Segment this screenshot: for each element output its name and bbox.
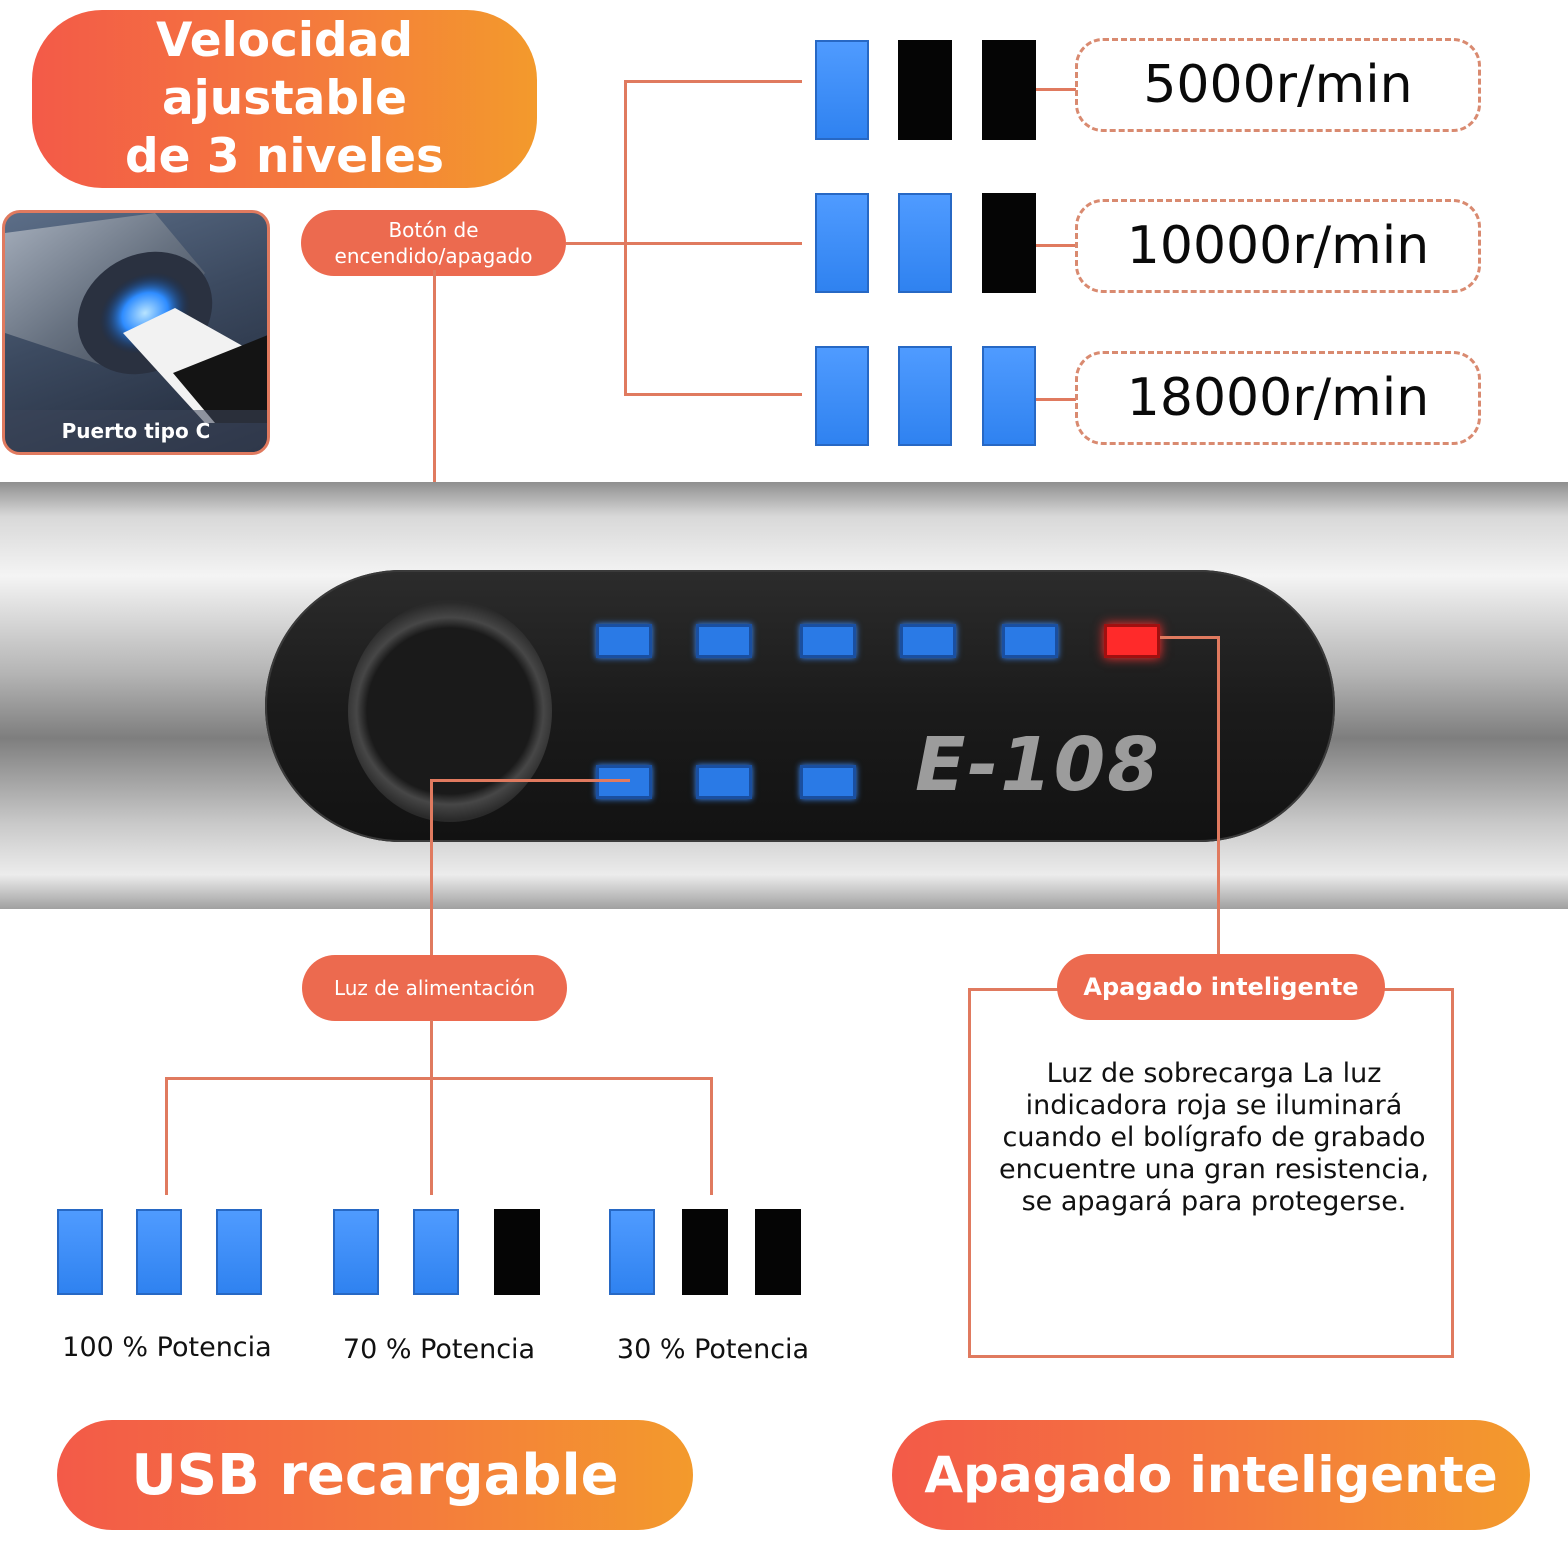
speed-label: 18000r/min [1126, 368, 1430, 428]
connector-line [165, 1077, 713, 1080]
speed-label-box: 18000r/min [1075, 351, 1481, 445]
connector-line [430, 779, 433, 957]
speed-label: 10000r/min [1126, 216, 1430, 276]
tag-power-button: Botón de encendido/apagado [301, 210, 566, 276]
connector-line [430, 1020, 433, 1195]
port-label: Puerto tipo C [61, 419, 211, 443]
header-title-line1: Velocidad ajustable [155, 13, 414, 126]
connector-line [1036, 398, 1076, 401]
connector-line [566, 242, 802, 245]
speed-label-box: 5000r/min [1075, 38, 1481, 132]
tag-smart-off-label: Apagado inteligente [1083, 973, 1359, 1001]
indicator-on [216, 1209, 262, 1295]
connector-line [624, 80, 627, 395]
indicator-off [494, 1209, 540, 1295]
led-blue [900, 624, 956, 658]
connector-line [1160, 636, 1220, 639]
power-level-label: 100 % Potencia [62, 1332, 272, 1363]
connector-line [165, 1077, 168, 1195]
indicator-on [609, 1209, 655, 1295]
connector-line [624, 80, 802, 83]
connector-line [1036, 88, 1076, 91]
connector-line [1217, 636, 1220, 956]
usb-c-plug-illustration [5, 213, 267, 423]
led-blue [596, 624, 652, 658]
led-blue [596, 765, 652, 799]
indicator-on [898, 346, 952, 446]
usb-c-port-card: Puerto tipo C [2, 210, 270, 455]
led-blue [800, 765, 856, 799]
port-label-strip: Puerto tipo C [5, 410, 267, 452]
indicator-off [682, 1209, 728, 1295]
indicator-off [982, 193, 1036, 293]
footer-right-label: Apagado inteligente [924, 1446, 1498, 1504]
tag-smart-off: Apagado inteligente [1057, 954, 1385, 1020]
led-blue [696, 624, 752, 658]
indicator-on [815, 346, 869, 446]
connector-line [1036, 244, 1076, 247]
tag-power-light: Luz de alimentación [302, 955, 567, 1021]
indicator-on [898, 193, 952, 293]
connector-line [430, 779, 630, 782]
speed-label-box: 10000r/min [1075, 199, 1481, 293]
speed-label: 5000r/min [1143, 55, 1413, 115]
indicator-on [57, 1209, 103, 1295]
header-title-line2: de 3 niveles [125, 129, 444, 184]
footer-left-label: USB recargable [131, 1442, 619, 1508]
header-banner: Velocidad ajustable de 3 niveles [32, 10, 537, 188]
indicator-off [755, 1209, 801, 1295]
footer-smart-off: Apagado inteligente [892, 1420, 1530, 1530]
indicator-on [815, 193, 869, 293]
led-blue [1002, 624, 1058, 658]
indicator-on [333, 1209, 379, 1295]
footer-usb-rechargeable: USB recargable [57, 1420, 693, 1530]
power-level-label: 30 % Potencia [616, 1334, 810, 1365]
indicator-on [815, 40, 869, 140]
tag-power-light-label: Luz de alimentación [333, 976, 536, 1000]
indicator-on [982, 346, 1036, 446]
power-level-label: 70 % Potencia [342, 1334, 536, 1365]
connector-line [710, 1077, 713, 1195]
indicator-on [413, 1209, 459, 1295]
smart-off-description: Luz de sobrecarga La luz indicadora roja… [998, 1058, 1430, 1217]
indicator-off [982, 40, 1036, 140]
connector-line [624, 393, 802, 396]
power-button[interactable] [348, 600, 552, 822]
tag-power-button-label: Botón de encendido/apagado [334, 218, 533, 268]
indicator-on [136, 1209, 182, 1295]
indicator-off [898, 40, 952, 140]
led-blue [800, 624, 856, 658]
connector-line [433, 270, 436, 675]
led-red [1104, 624, 1160, 658]
led-blue [696, 765, 752, 799]
model-number: E-108 [915, 722, 1161, 808]
